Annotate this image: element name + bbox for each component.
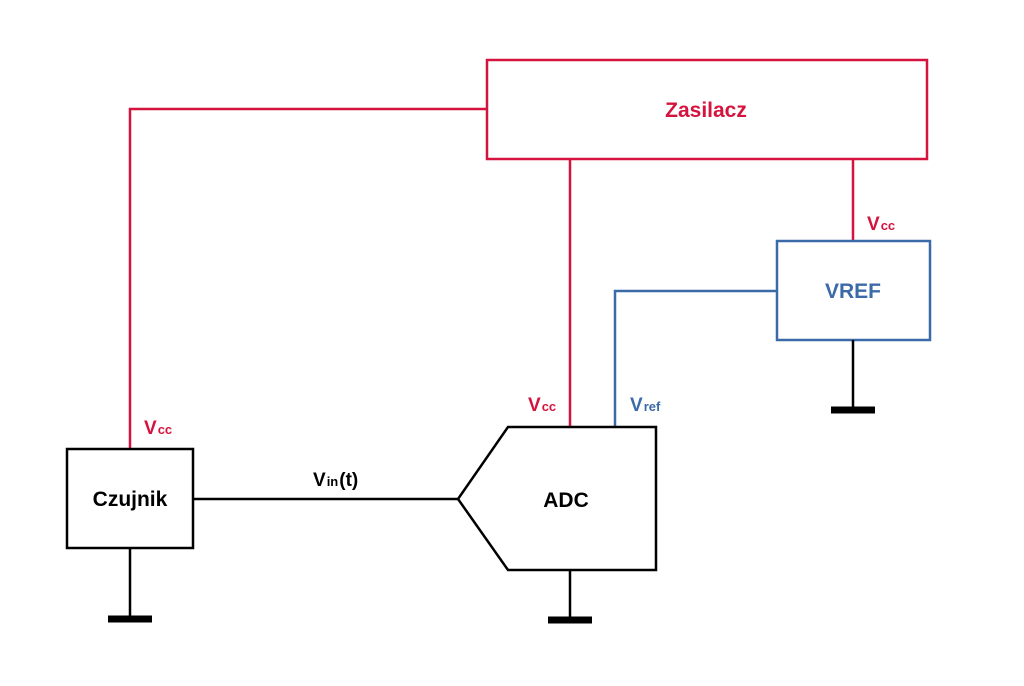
power-wires xyxy=(128,107,855,449)
vref-ground-icon xyxy=(831,340,875,414)
supply-block-label: Zasilacz xyxy=(665,99,747,122)
adc-ground-icon xyxy=(548,570,592,624)
adc-block-label: ADC xyxy=(543,489,589,512)
adc-block xyxy=(456,425,658,572)
vin-label: Vin(t) xyxy=(313,470,358,491)
ground-symbols xyxy=(108,340,875,624)
sensor-block-label: Czujnik xyxy=(93,488,168,511)
sensor-ground-icon xyxy=(108,548,152,623)
vref-block-label: VREF xyxy=(825,280,881,303)
vcc-label-adc: Vcc xyxy=(528,395,556,416)
supply-block xyxy=(485,58,929,161)
vref-label-adc: Vref xyxy=(630,395,661,416)
sensor-block xyxy=(65,447,195,550)
supply-to-sensor-wire xyxy=(128,107,487,449)
vcc-label-sensor: Vcc xyxy=(144,418,172,439)
vcc-label-vref: Vcc xyxy=(867,214,895,235)
vref-to-adc-wire xyxy=(613,289,777,427)
